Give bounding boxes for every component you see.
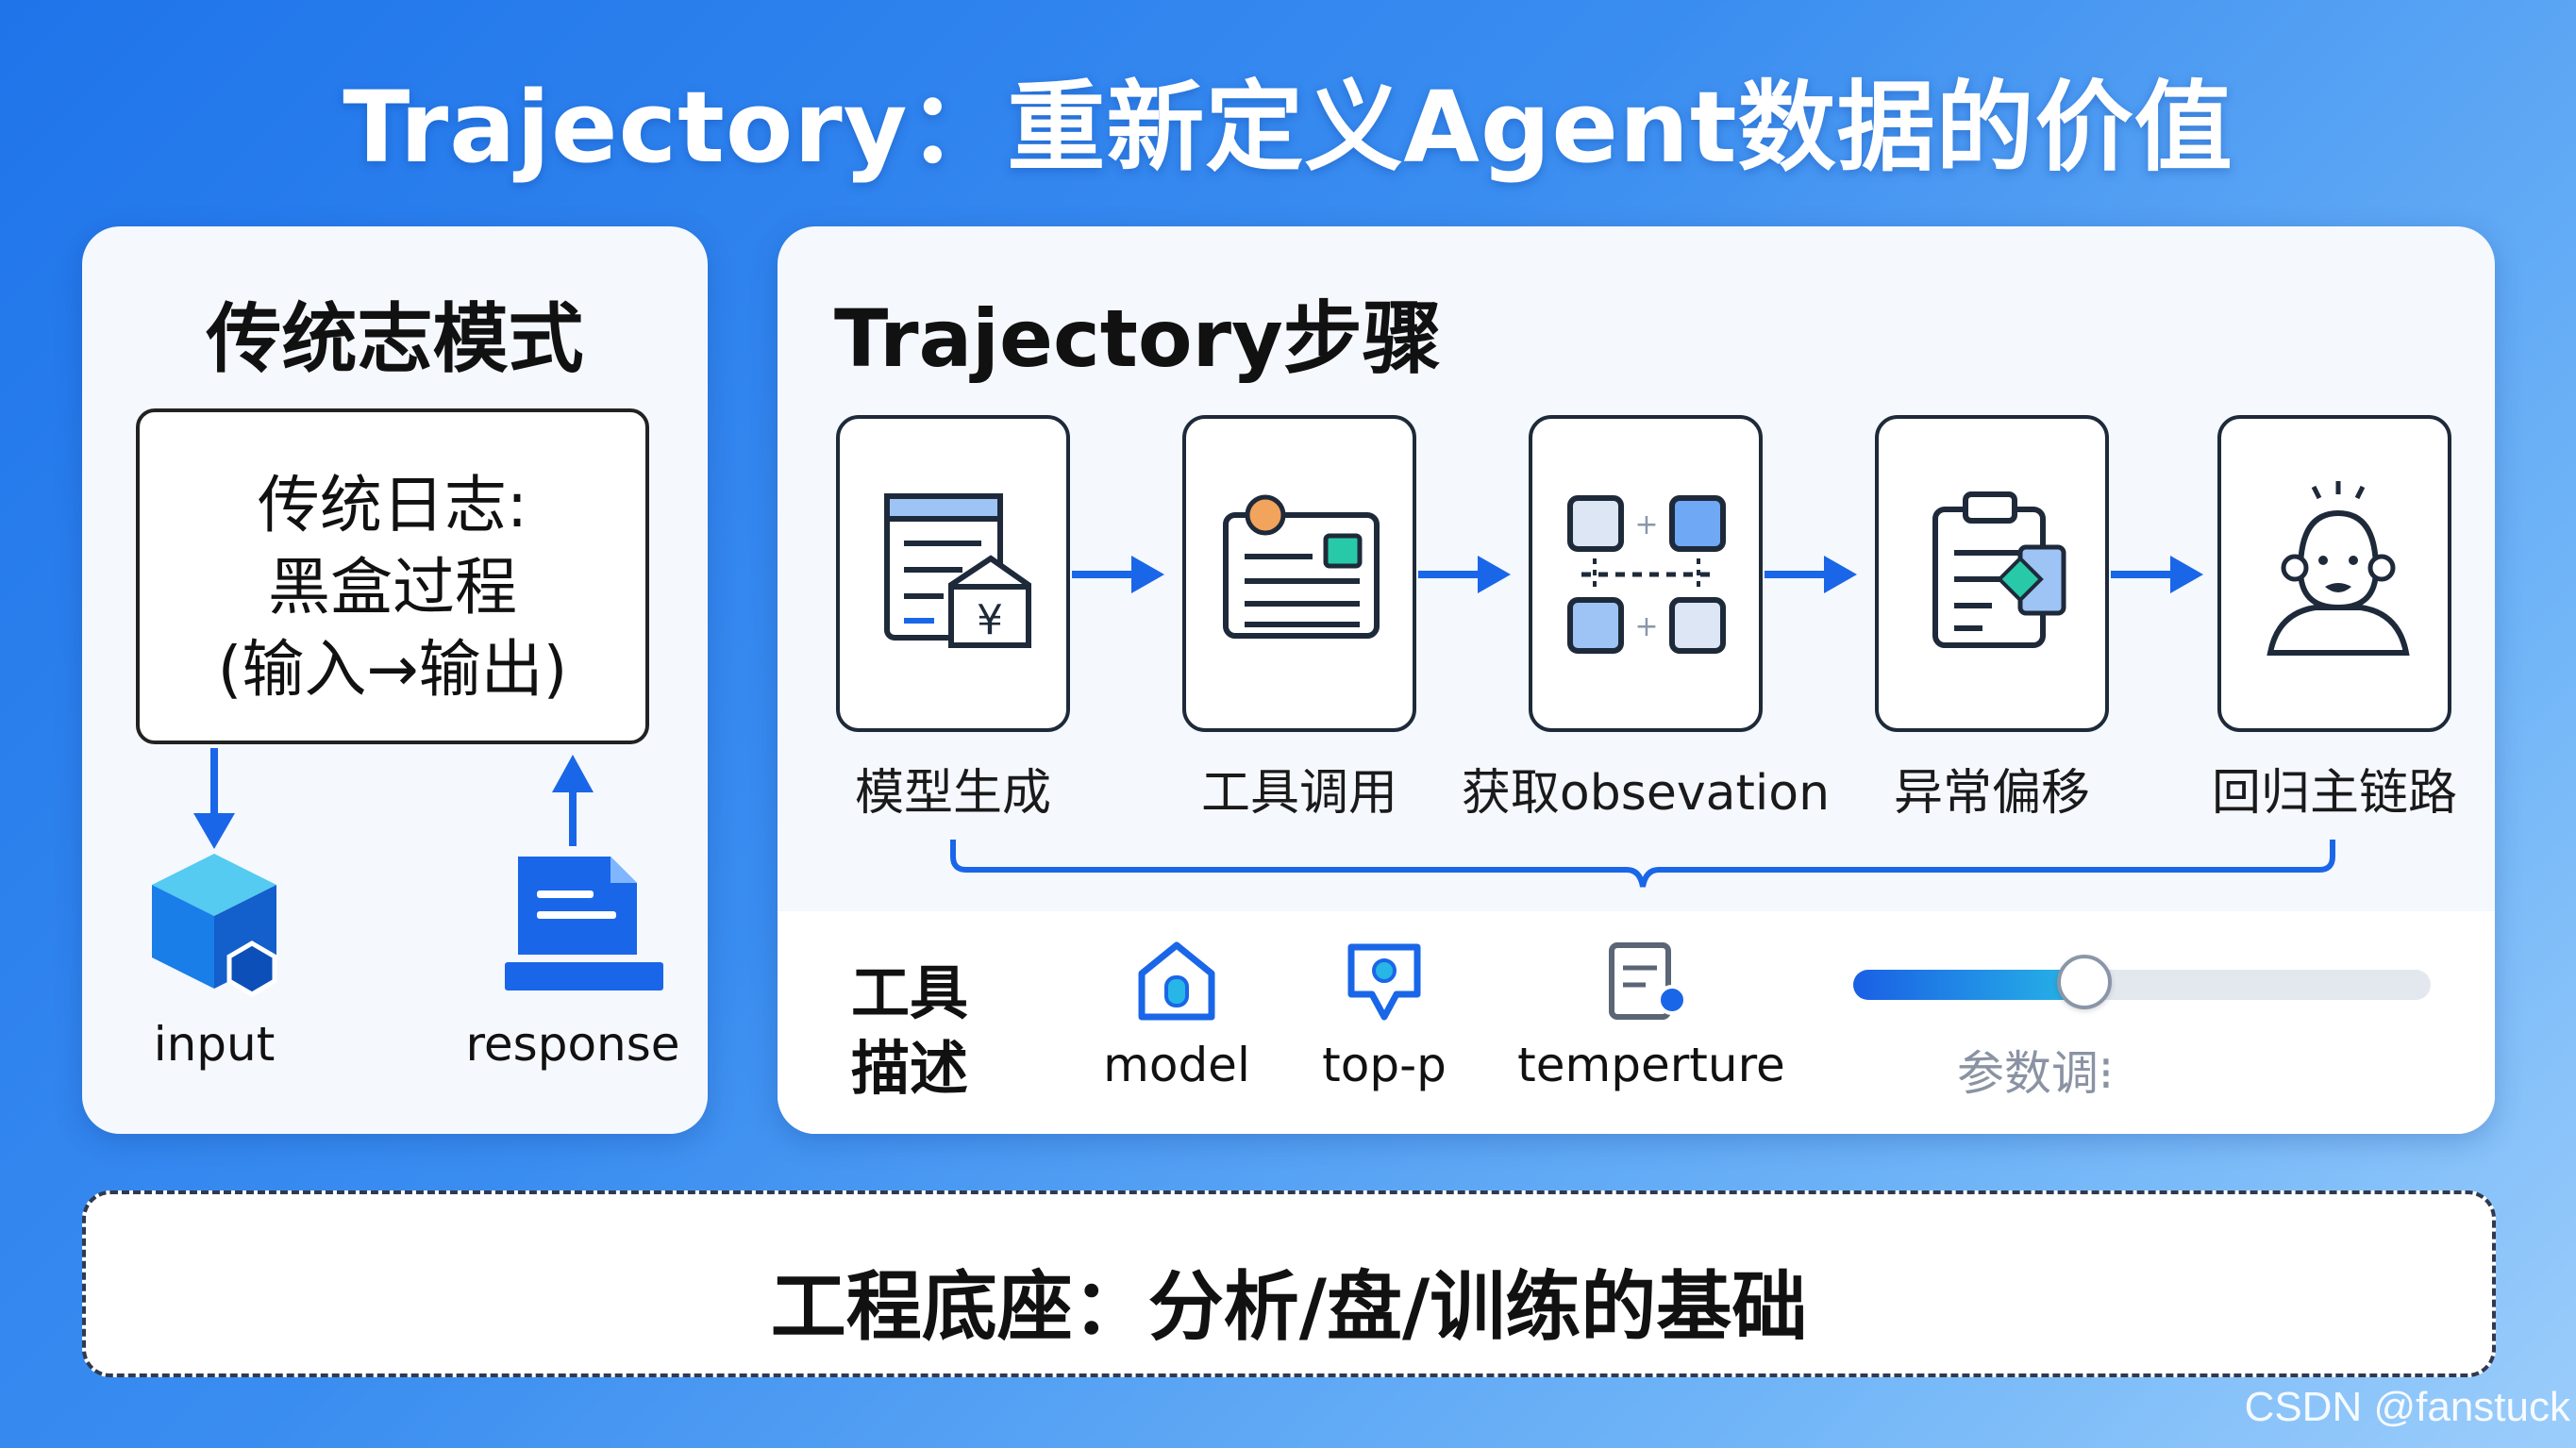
step-anomaly	[1875, 415, 2109, 732]
step-label: 异常偏移	[1893, 765, 2090, 822]
response-label: response	[465, 1017, 680, 1072]
down-arrow	[193, 748, 235, 849]
observation-icon: + +	[1567, 495, 1726, 654]
document-icon	[505, 857, 663, 990]
svg-text:+: +	[1634, 610, 1658, 643]
return-main-icon	[2267, 481, 2410, 656]
watermark: CSDN @fanstuck	[2244, 1384, 2570, 1430]
input-label: input	[153, 1017, 276, 1072]
foundation-box: 工程底座：分析/盘/训练的基础	[82, 1190, 2496, 1377]
log-line-2: 黑盒过程	[268, 551, 517, 624]
log-line-1: 传统日志:	[257, 469, 528, 541]
foundation-text: 工程底座：分析/盘/训练的基础	[770, 1263, 1808, 1351]
param-temperature-label: temperture	[1517, 1038, 1785, 1092]
step-return-main	[2217, 415, 2451, 732]
param-top-p-label: top-p	[1322, 1038, 1447, 1092]
model-generate-icon: ¥	[884, 493, 1031, 648]
trajectory-heading: Trajectory步骤	[834, 292, 1442, 385]
step-model-generate: ¥	[836, 415, 1070, 732]
top-p-icon	[1347, 943, 1421, 1021]
step-label: 回归主链路	[2211, 765, 2457, 822]
step-arrow	[1418, 556, 1511, 593]
left-panel-graphics	[152, 748, 663, 997]
trajectory-panel: Trajectory步骤	[778, 226, 2495, 1134]
svg-text:¥: ¥	[977, 596, 1003, 644]
step-arrow	[1072, 556, 1164, 593]
log-line-3: (输入→输出)	[217, 633, 568, 706]
traditional-heading: 传统志模式	[206, 295, 584, 383]
model-icon	[1138, 941, 1215, 1021]
traditional-panel: 传统志模式 传统日志: 黑盒过程 (输入→输出) input response	[82, 226, 708, 1134]
step-label: 获取obsevation	[1461, 765, 1831, 822]
anomaly-icon	[1932, 491, 2066, 648]
tool-desc-title-line1: 工具	[850, 958, 968, 1027]
svg-text:+: +	[1634, 508, 1658, 541]
page-title: Trajectory：重新定义Agent数据的价值	[343, 70, 2233, 185]
cube-icon	[152, 854, 277, 997]
step-arrow	[1765, 556, 1857, 593]
steps-brace	[950, 840, 2335, 888]
temperature-icon	[1609, 942, 1687, 1020]
traditional-log-box: 传统日志: 黑盒过程 (输入→输出)	[136, 408, 649, 744]
tool-desc-title-line2: 描述	[850, 1034, 968, 1103]
step-label: 工具调用	[1200, 765, 1397, 822]
step-observation: + +	[1529, 415, 1763, 732]
param-slider-caption: 参数调⁝	[1957, 1046, 2114, 1101]
param-slider-fill	[1853, 970, 2084, 1000]
step-connectors	[950, 556, 2335, 888]
tool-call-icon	[1223, 494, 1380, 639]
up-arrow	[552, 755, 594, 846]
param-slider[interactable]	[1853, 955, 2431, 1009]
step-tool-call	[1182, 415, 1416, 732]
step-label: 模型生成	[854, 765, 1051, 822]
param-slider-thumb[interactable]	[2056, 955, 2112, 1009]
step-arrow	[2111, 556, 2203, 593]
param-model-label: model	[1103, 1038, 1250, 1092]
